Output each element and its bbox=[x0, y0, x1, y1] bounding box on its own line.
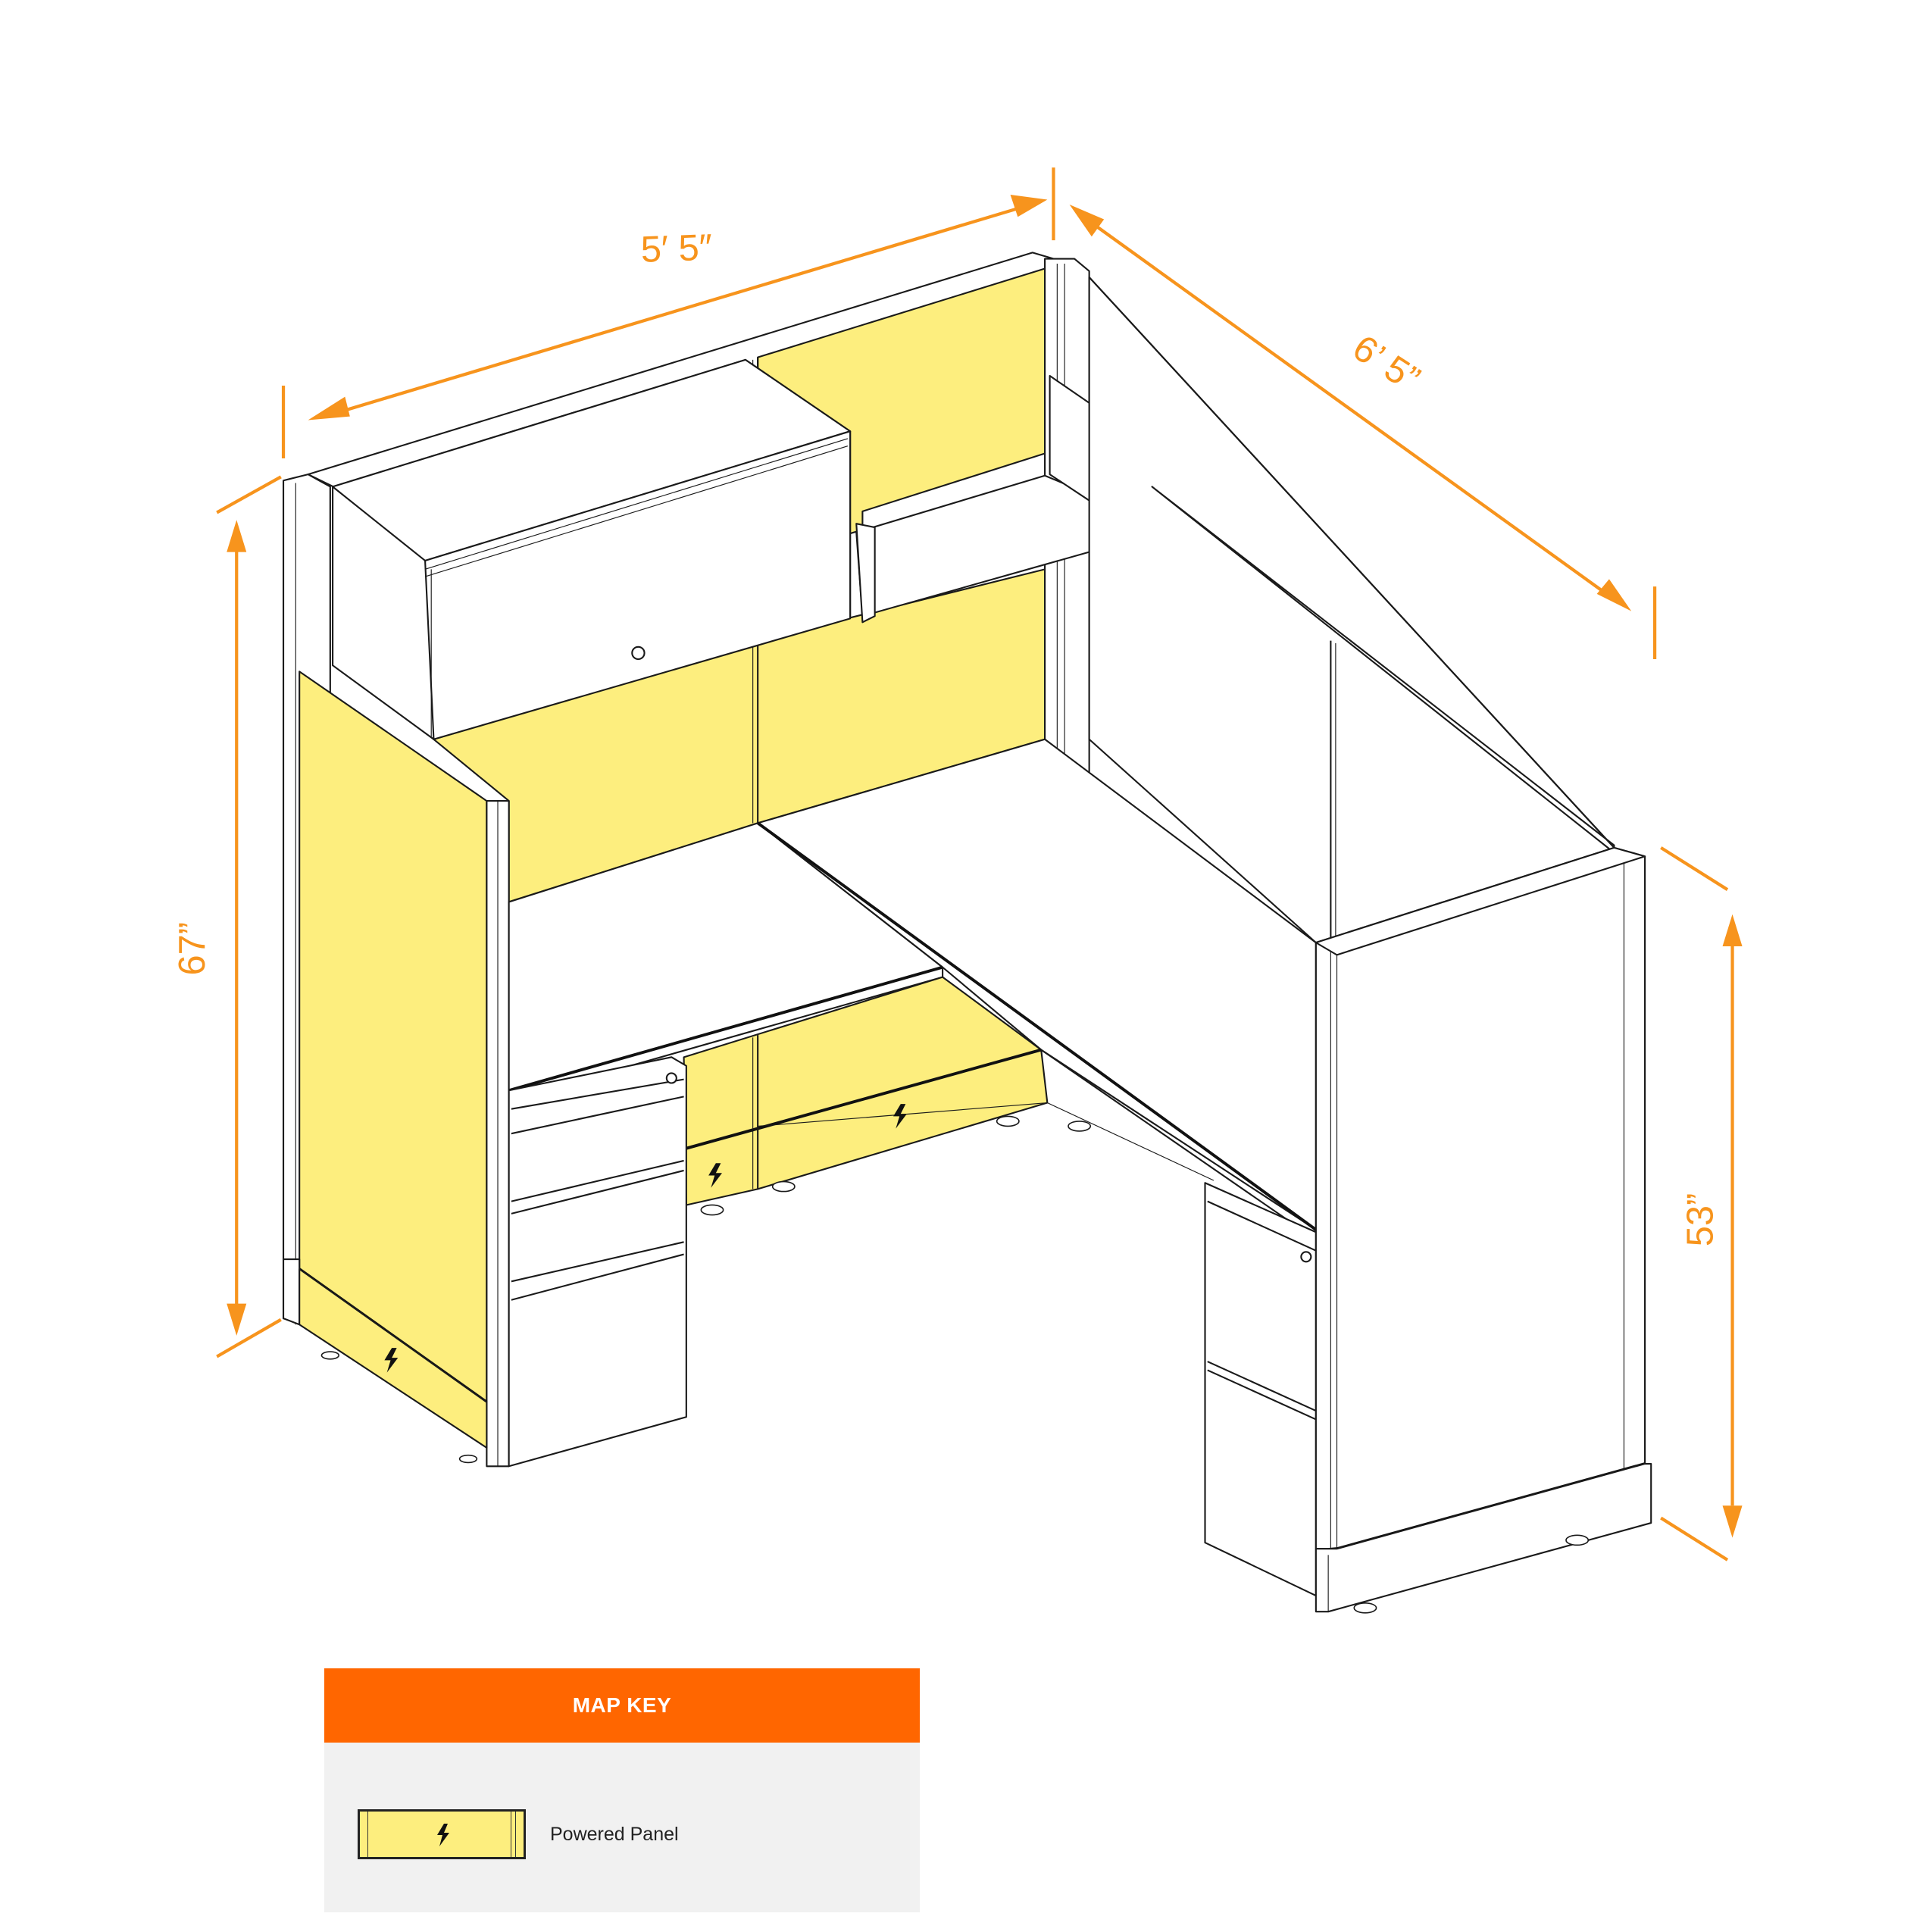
lightning-bolt-icon bbox=[384, 1348, 399, 1373]
map-key-item: Powered Panel bbox=[358, 1809, 679, 1859]
lightning-bolt-icon bbox=[437, 1824, 449, 1846]
right-file-pedestal bbox=[1204, 1182, 1317, 1597]
lightning-bolt-icon bbox=[708, 1163, 722, 1188]
map-key: MAP KEY Powered Panel bbox=[324, 1668, 920, 1912]
modesty-panels bbox=[683, 976, 1215, 1216]
height-back-label: 67” bbox=[172, 922, 213, 975]
lock-icon bbox=[665, 1072, 677, 1084]
right-end-panel bbox=[1315, 846, 1652, 1614]
dimension-width: 5′ 5″ bbox=[281, 167, 1055, 458]
lightning-bolt-icon bbox=[893, 1104, 907, 1129]
map-key-label: Powered Panel bbox=[550, 1823, 679, 1845]
width-label: 5′ 5″ bbox=[640, 227, 713, 270]
lock-icon bbox=[631, 646, 646, 661]
left-file-pedestal bbox=[508, 1056, 687, 1468]
overhead-storage-bin bbox=[332, 358, 852, 740]
depth-label: 6’ 5” bbox=[1346, 327, 1427, 400]
dimension-height-side: 53” bbox=[1660, 846, 1743, 1562]
lock-icon bbox=[1300, 1251, 1312, 1263]
desk bbox=[508, 738, 1318, 1240]
left-wall bbox=[282, 474, 510, 1468]
powered-panel-swatch-icon bbox=[358, 1809, 526, 1859]
dimension-height-back: 67” bbox=[172, 475, 282, 1358]
height-side-label: 53” bbox=[1680, 1193, 1721, 1246]
map-key-title: MAP KEY bbox=[324, 1668, 920, 1743]
